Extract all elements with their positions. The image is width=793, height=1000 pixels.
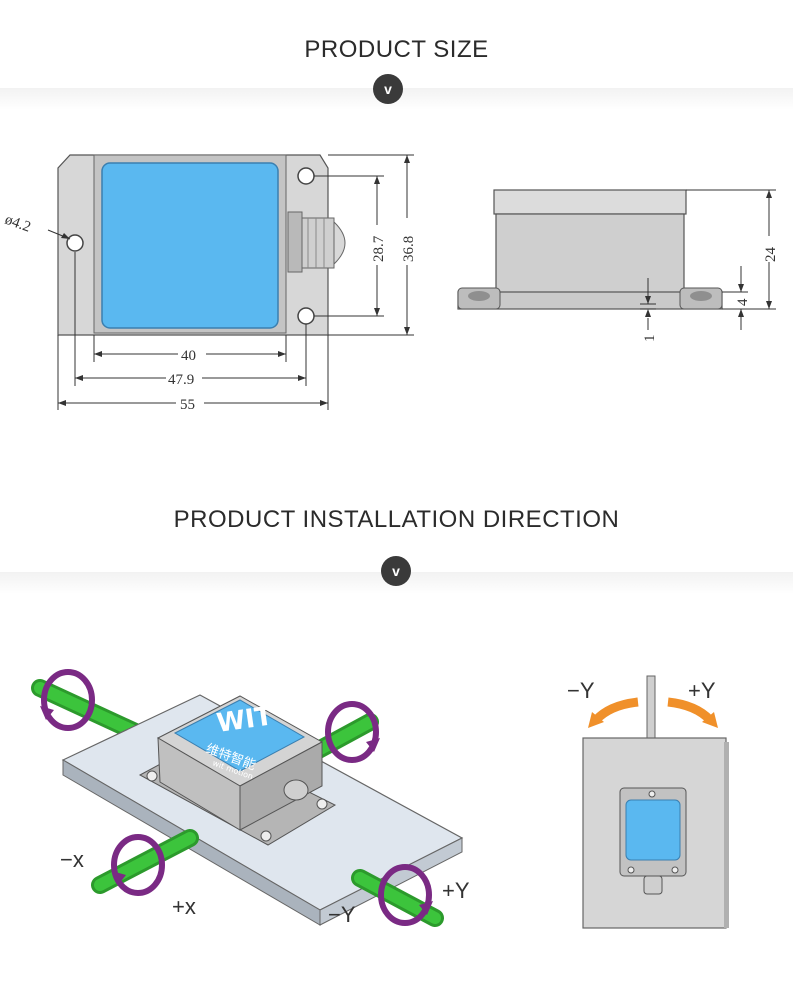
label-neg-y: −Y [328, 902, 356, 927]
mount-hole [297, 307, 315, 325]
logo-sub: wit motion [211, 758, 254, 781]
dim-flange-thickness: 4 [735, 298, 751, 306]
svg-text:WIT: WIT [215, 701, 275, 739]
label-pos-y-wall: +Y [688, 678, 716, 703]
dim-hole-spacing: 47.9 [168, 372, 194, 388]
chevron-down-icon: v [381, 556, 411, 586]
logo-text: 维特智能 [204, 742, 258, 774]
dim-overall-width: 55 [180, 397, 195, 413]
chevron-down-icon: v [373, 74, 403, 104]
dim-inner-width: 40 [181, 348, 196, 364]
dim-hole-vertical: 28.7 [371, 235, 387, 262]
product-size-title: PRODUCT SIZE [304, 36, 489, 63]
sensor-screen [101, 162, 279, 329]
label-neg-x: −x [60, 847, 84, 872]
product-installation-title: PRODUCT INSTALLATION DIRECTION [173, 506, 620, 533]
front-view [57, 154, 346, 336]
isometric-mount: WIT 维特智能 wit motion [31, 669, 464, 927]
label-pos-y: +Y [442, 878, 470, 903]
dim-hole-diameter: ø4.2 [3, 212, 33, 236]
dim-overall-height: 36.8 [401, 236, 417, 262]
mount-hole [297, 167, 315, 185]
label-pos-x: +x [172, 894, 196, 919]
label-neg-y-wall: −Y [567, 678, 595, 703]
product-size-drawing: ø4.2 40 47.9 55 28.7 36.8 24 4 1 [3, 154, 779, 413]
dim-base-offset: 1 [642, 335, 658, 343]
dim-total-thickness: 24 [763, 247, 779, 263]
wall-mount [582, 675, 729, 929]
mount-hole [66, 234, 84, 252]
side-view [457, 189, 723, 310]
